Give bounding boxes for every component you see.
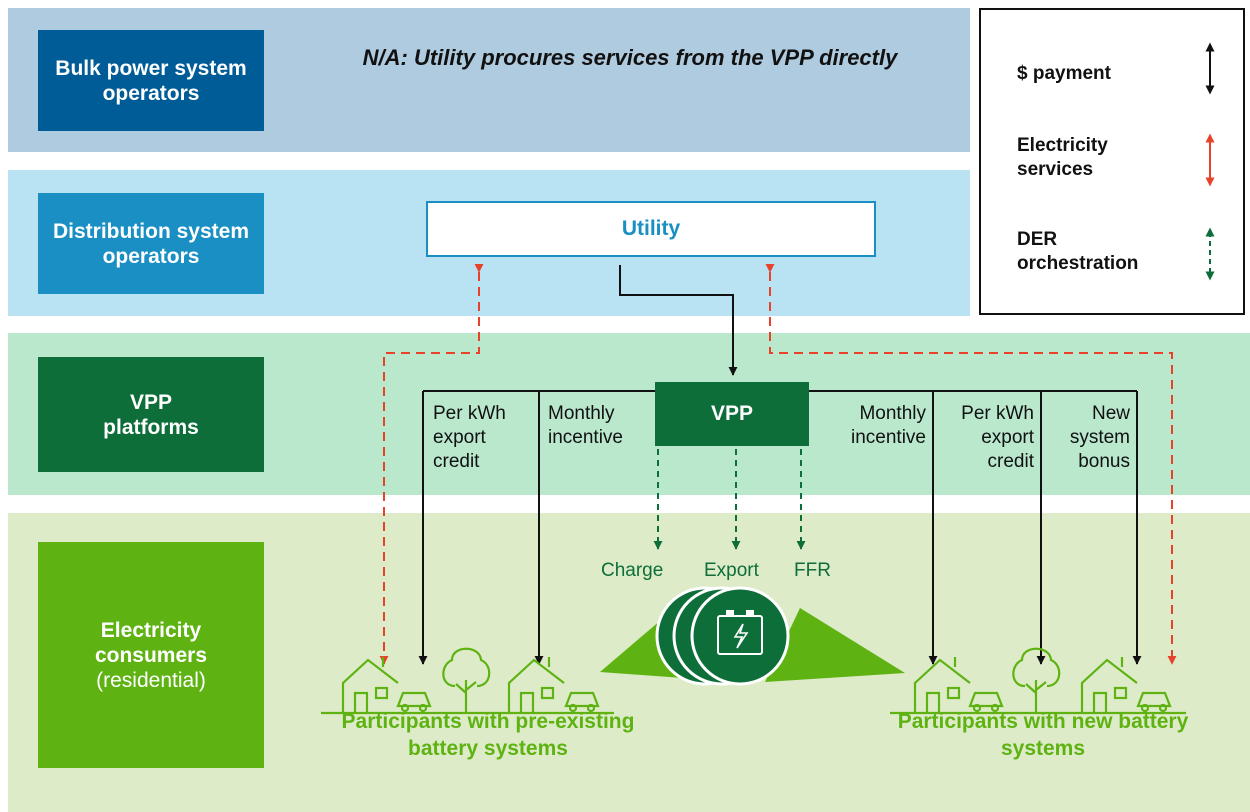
participants-preexisting-label: Participants with pre-existing battery s… bbox=[341, 710, 635, 760]
legend-payment-label: $ payment bbox=[1017, 63, 1111, 84]
left-monthly-incentive-label: Monthly incentive bbox=[548, 403, 623, 448]
left-electricity-services-arrow bbox=[379, 263, 484, 665]
left-community-icon bbox=[321, 647, 614, 715]
der-charge-label: Charge bbox=[601, 560, 664, 581]
bulk-note: N/A: Utility procures services from the … bbox=[362, 45, 898, 70]
battery-icon bbox=[600, 586, 905, 686]
row-sublabel-consumers: (residential) bbox=[96, 668, 206, 692]
participants-new-label: Participants with new battery systems bbox=[897, 710, 1189, 760]
row-label-consumers: Electricity consumers (residential) bbox=[38, 542, 264, 768]
right-community-icon bbox=[890, 647, 1186, 715]
right-electricity-services-arrow bbox=[765, 263, 1177, 665]
utility-box: Utility bbox=[426, 201, 876, 257]
left-export-credit-label: Per kWh export credit bbox=[433, 403, 506, 472]
der-export-label: Export bbox=[704, 560, 759, 581]
right-monthly-incentive-label: Monthly incentive bbox=[851, 403, 926, 448]
der-ffr-label: FFR bbox=[794, 560, 831, 581]
row-label-bulk: Bulk power system operators bbox=[38, 30, 264, 131]
legend-electricity-label: Electricity services bbox=[1017, 135, 1108, 180]
right-system-bonus-label: New system bonus bbox=[1069, 403, 1130, 472]
row-label-dso: Distribution system operators bbox=[38, 193, 264, 294]
legend: $ payment Electricity services DER orche… bbox=[979, 8, 1245, 315]
legend-arrows bbox=[1205, 42, 1215, 281]
right-export-credit-label: Per kWh export credit bbox=[961, 403, 1034, 472]
utility-to-vpp-payment-arrow bbox=[619, 265, 738, 376]
row-label-vpp: VPP platforms bbox=[38, 357, 264, 472]
